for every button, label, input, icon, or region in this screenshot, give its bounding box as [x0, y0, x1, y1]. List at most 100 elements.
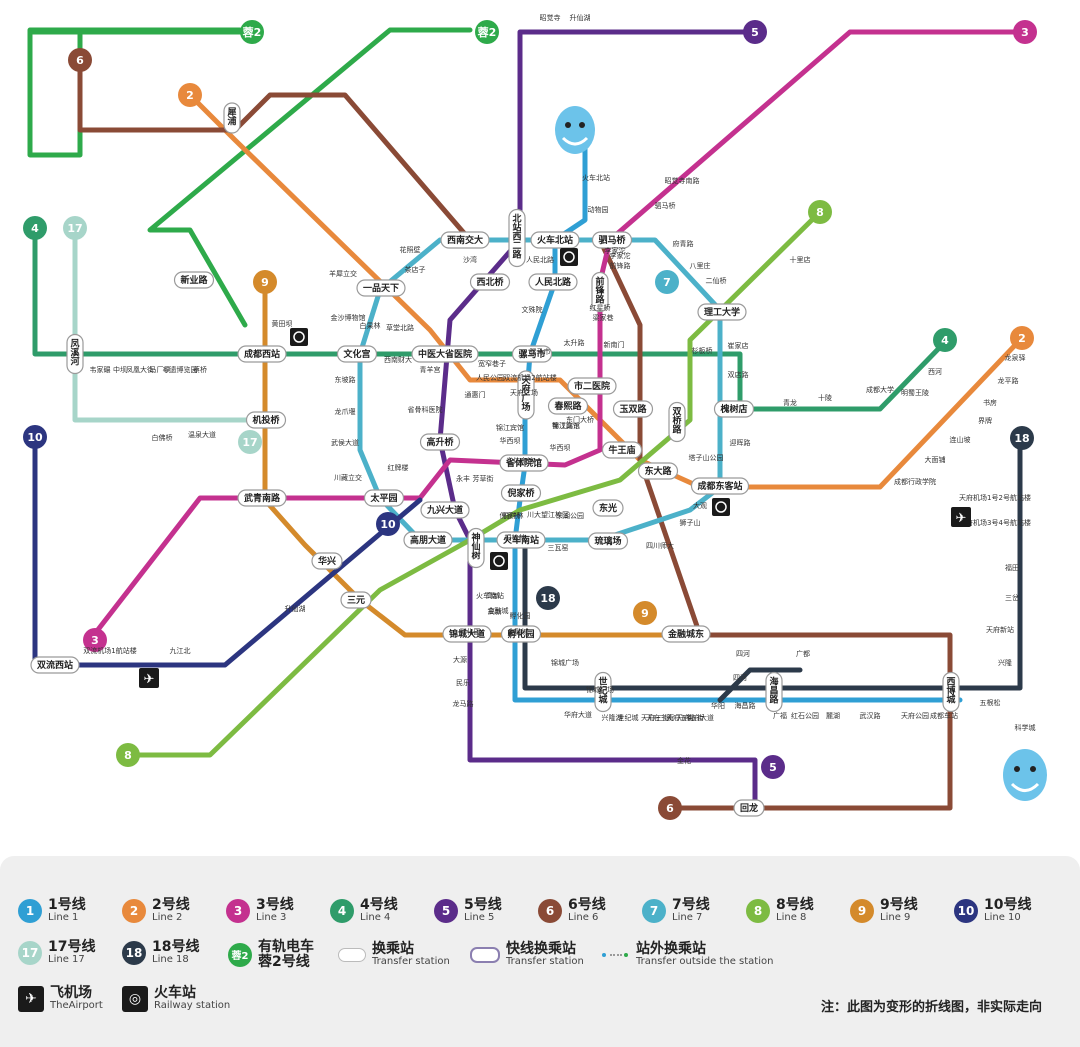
station-label[interactable]: 科学城 — [1015, 723, 1036, 732]
transfer-station[interactable]: 理工大学 — [697, 303, 747, 321]
station-label[interactable]: 蔡桥 — [193, 365, 207, 374]
station-label[interactable]: 天府机场3号4号航站楼 — [959, 518, 1031, 527]
station-label[interactable]: 凤凰大街 — [126, 365, 154, 374]
transfer-station[interactable]: 中医大省医院 — [411, 345, 479, 363]
station-label[interactable]: 韦家碾 — [90, 365, 111, 374]
transfer-station[interactable]: 火车南站 — [496, 531, 546, 549]
transfer-station[interactable]: 倪家桥 — [500, 484, 542, 502]
station-label[interactable]: 桐梓林 — [505, 533, 526, 542]
station-label[interactable]: 华西坝 — [500, 436, 521, 445]
station-label[interactable]: 华阳 — [711, 701, 725, 710]
station-label[interactable]: 四河 — [736, 650, 750, 658]
station-label[interactable]: 迎晖路 — [730, 438, 751, 447]
station-label[interactable]: 成都行政学院 — [894, 477, 936, 486]
station-label[interactable]: 天府新站 — [986, 625, 1014, 634]
station-label[interactable]: 红星桥 — [590, 303, 611, 312]
station-label[interactable]: 龙泉驿 — [1005, 353, 1026, 362]
station-label[interactable]: 五根松 — [980, 698, 1001, 707]
transfer-station[interactable]: 驷马桥 — [591, 231, 633, 249]
station-label[interactable]: 青羊宫 — [420, 365, 441, 374]
station-label[interactable]: 龙平路 — [998, 376, 1019, 385]
station-label[interactable]: 省骨科医院 — [408, 405, 443, 414]
station-label[interactable]: 八里庄 — [690, 261, 711, 270]
station-label[interactable]: 动物园 — [588, 205, 609, 214]
station-label[interactable]: 锦城广场 — [586, 685, 614, 694]
station-label[interactable]: 东坡路 — [335, 375, 356, 384]
transfer-station[interactable]: 春熙路 — [547, 397, 589, 415]
station-label[interactable]: 蜀汉路东 — [552, 421, 580, 430]
transfer-station[interactable]: 骡马市 — [511, 345, 553, 363]
transfer-station[interactable]: 高升桥 — [419, 433, 461, 451]
transfer-station[interactable]: 西南交大 — [440, 231, 490, 249]
station-label[interactable]: 福田 — [1005, 563, 1019, 572]
station-label[interactable]: 龙爪堰 — [335, 407, 356, 416]
station-label[interactable]: 梁家巷 — [593, 313, 614, 322]
station-label[interactable]: 狮子山 — [680, 518, 701, 527]
station-label[interactable]: 杉板桥 — [692, 346, 713, 355]
transfer-station[interactable]: 成都东客站 — [690, 477, 750, 495]
station-label[interactable]: 华府大道 — [564, 710, 592, 719]
station-label[interactable]: 民乐 — [456, 678, 470, 687]
transfer-station[interactable]: 锦城大道 — [442, 625, 492, 643]
station-label[interactable]: 武侯大道 — [331, 438, 359, 447]
transfer-station[interactable]: 槐树店 — [713, 400, 755, 418]
transfer-station[interactable]: 省体院馆 — [499, 454, 549, 472]
station-label[interactable]: 世纪城 — [618, 713, 639, 722]
station-label[interactable]: 三瓦窑 — [548, 543, 569, 552]
transfer-station[interactable]: 文化宫 — [336, 345, 378, 363]
station-label[interactable]: 火车南站 — [476, 591, 504, 600]
station-label[interactable]: 骡马市 — [530, 347, 551, 356]
station-label[interactable]: 崔家店 — [728, 341, 749, 350]
station-label[interactable]: 高新 — [488, 607, 502, 616]
station-label[interactable]: 沙湾 — [463, 255, 477, 264]
station-label[interactable]: 华府大道 — [686, 713, 714, 722]
station-label[interactable]: 十里店 — [790, 255, 811, 264]
station-label[interactable]: 西河 — [928, 368, 942, 376]
station-label[interactable]: 宽窄巷子 — [478, 359, 506, 368]
station-label[interactable]: 东门大桥 — [566, 415, 594, 424]
transfer-station[interactable]: 神仙树 — [467, 527, 485, 569]
station-label[interactable]: 广福 — [773, 711, 787, 720]
station-label[interactable]: 十陵 — [818, 393, 832, 402]
station-label[interactable]: 花照壁 — [400, 245, 421, 254]
transfer-station[interactable]: 西博城 — [942, 671, 960, 713]
transfer-station[interactable]: 玉双路 — [612, 400, 654, 418]
transfer-station[interactable]: 成都西站 — [237, 345, 287, 363]
station-label[interactable]: 金花 — [677, 756, 691, 765]
transfer-station[interactable]: 孵化园 — [500, 625, 542, 643]
transfer-station[interactable]: 双流西站 — [30, 656, 80, 674]
station-label[interactable]: 新南门 — [604, 340, 625, 349]
station-label[interactable]: 白佛桥 — [152, 433, 173, 442]
station-label[interactable]: 红牌楼 — [388, 463, 409, 472]
station-label[interactable]: 青龙 — [783, 398, 797, 407]
station-label[interactable]: 文殊院 — [522, 305, 543, 314]
station-label[interactable]: 天府三街 — [641, 713, 669, 722]
transfer-station[interactable]: 九兴大道 — [420, 501, 470, 519]
station-label[interactable]: 锦江宾馆 — [552, 421, 580, 430]
transfer-station[interactable]: 人民北路 — [528, 273, 578, 291]
station-label[interactable]: 兴隆 — [998, 658, 1012, 667]
station-label[interactable]: 双流机场2航站楼 — [503, 373, 556, 382]
station-label[interactable]: 金融城 — [488, 606, 509, 615]
station-label[interactable]: 天府三街 — [646, 713, 674, 722]
transfer-station[interactable]: 世纪城 — [594, 671, 612, 713]
station-label[interactable]: 大源 — [453, 655, 467, 664]
transfer-station[interactable]: 海昌路 — [765, 671, 783, 713]
station-label[interactable]: 草堂北路 — [386, 323, 414, 332]
transfer-station[interactable]: 琉璃场 — [587, 532, 629, 550]
station-label[interactable]: 人民北路 — [526, 255, 554, 264]
station-label[interactable]: 桐梓林 — [503, 511, 524, 520]
transfer-station[interactable]: 金融城东 — [661, 625, 711, 643]
station-label[interactable]: 川大望江校区 — [527, 510, 569, 519]
transfer-station[interactable]: 天府广场 — [517, 370, 535, 420]
transfer-station[interactable]: 犀浦 — [223, 102, 241, 134]
station-label[interactable]: 人民公园 — [476, 374, 504, 382]
station-label[interactable]: 李家沱 — [605, 246, 626, 255]
station-label[interactable]: 三岔 — [1005, 593, 1019, 602]
station-label[interactable]: 天府机场1号2号航站楼 — [959, 493, 1031, 502]
station-label[interactable]: 四河 — [733, 674, 747, 682]
station-label[interactable]: 锦江宾馆 — [496, 423, 524, 432]
station-label[interactable]: 成都车站 — [930, 711, 958, 720]
station-label[interactable]: 火车北站 — [582, 173, 610, 182]
station-label[interactable]: 升仙湖 — [570, 13, 591, 22]
